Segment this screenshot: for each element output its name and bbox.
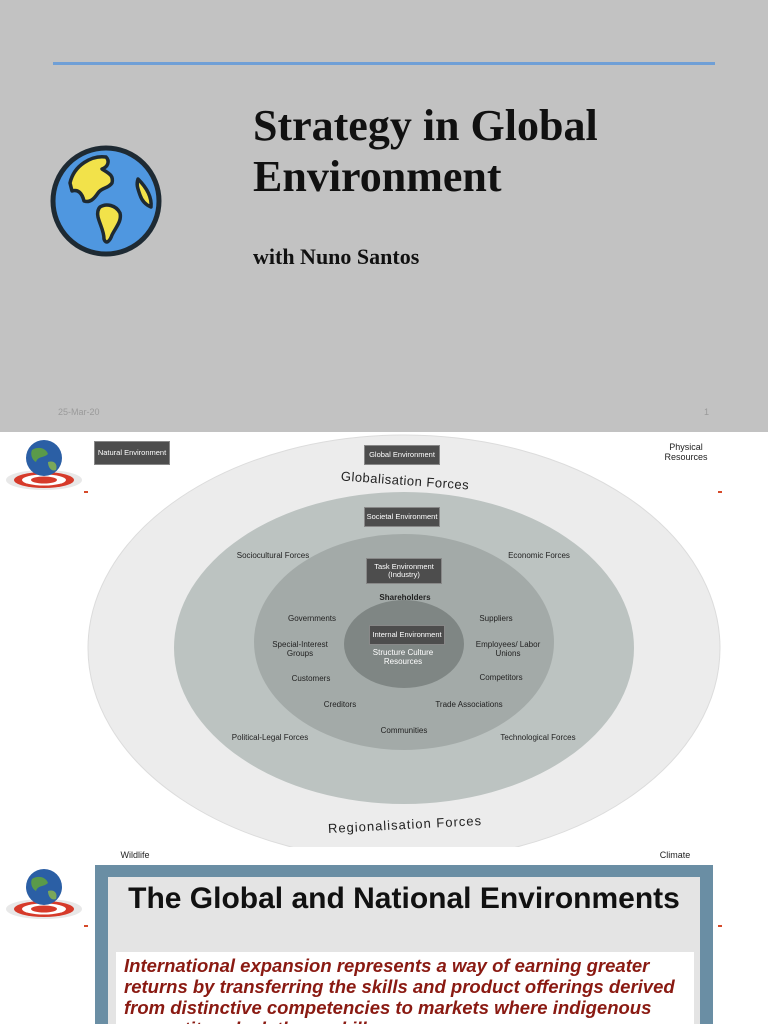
slide-date: 25-Mar-20 [58, 407, 100, 417]
internal-resources-label: Structure Culture Resources [372, 648, 434, 666]
customers-label: Customers [291, 674, 331, 683]
accent-mark [718, 925, 722, 927]
slide-body-text: International expansion represents a way… [124, 955, 675, 1024]
special-interest-groups-label: Special-Interest Groups [272, 640, 328, 658]
environment-diagram-slide: Natural Environment Physical Resources G… [0, 432, 768, 847]
suppliers-label: Suppliers [479, 614, 513, 623]
wildlife-label: Wildlife [120, 850, 150, 860]
accent-mark [718, 491, 722, 493]
globe-icon [50, 145, 162, 257]
employees-unions-label: Employees/ Labor Unions [475, 640, 541, 658]
slide-title: Strategy in Global Environment [253, 101, 598, 201]
communities-label: Communities [380, 726, 428, 735]
slide-page-number: 1 [704, 407, 710, 417]
natural-environment-box: Natural Environment [94, 441, 170, 465]
trade-associations-label: Trade Associations [435, 700, 503, 709]
earth-target-icon [6, 869, 82, 919]
physical-resources-label: Physical Resources [664, 442, 708, 462]
political-legal-forces-label: Political-Legal Forces [231, 733, 309, 742]
slide-subtitle: with Nuno Santos [253, 244, 420, 269]
technological-forces-label: Technological Forces [500, 733, 576, 742]
competitors-label: Competitors [479, 673, 523, 682]
internal-environment-box: Internal Environment [369, 625, 445, 645]
accent-mark [84, 491, 88, 493]
climate-label: Climate [659, 850, 691, 860]
creditors-label: Creditors [323, 700, 357, 709]
economic-forces-label: Economic Forces [508, 551, 570, 560]
global-environment-box: Global Environment [364, 445, 440, 465]
sociocultural-forces-label: Sociocultural Forces [236, 551, 310, 560]
title-slide: Strategy in Global Environment with Nuno… [0, 0, 768, 432]
accent-mark [84, 925, 88, 927]
shareholders-label: Shareholders [379, 593, 431, 602]
societal-environment-box: Societal Environment [364, 507, 440, 527]
global-national-slide: Wildlife Climate The Global and National… [0, 847, 768, 1024]
body-box [116, 952, 694, 1024]
earth-target-icon [6, 440, 82, 490]
slide-heading: The Global and National Environments [128, 882, 680, 915]
task-environment-box: Task Environment (Industry) [366, 558, 442, 584]
governments-label: Governments [287, 614, 337, 623]
title-rule [53, 62, 715, 65]
